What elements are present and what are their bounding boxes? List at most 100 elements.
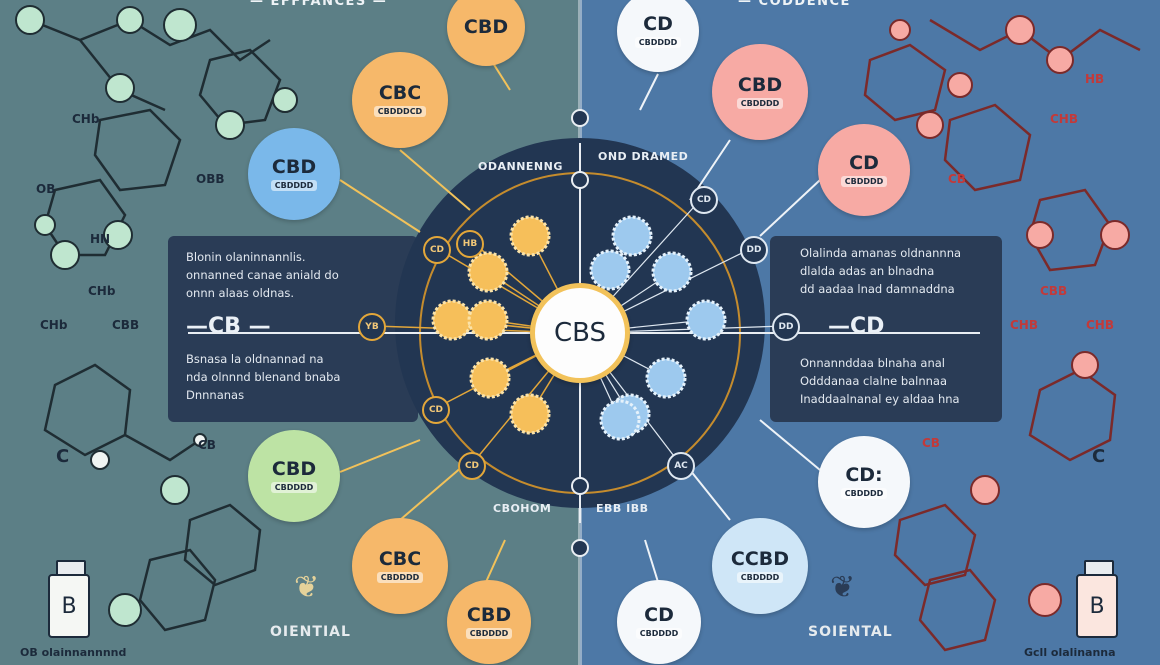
ring-tag: CD xyxy=(422,396,450,424)
node-title: CBD xyxy=(463,15,509,38)
ring-tag: HB xyxy=(456,230,484,258)
left-panel-line: nda olnnnd blenand bnaba xyxy=(186,370,341,384)
node-subtitle: CBDDDD xyxy=(270,179,318,191)
left-node-cbd-green: CBD CBDDDD xyxy=(248,430,340,522)
node-title: CBD xyxy=(466,603,512,626)
gold-connector xyxy=(339,439,421,473)
axis-marker xyxy=(571,171,589,189)
gold-cluster xyxy=(509,215,551,257)
molecule-label: CHB xyxy=(1010,318,1038,332)
ring-letter: C xyxy=(56,446,70,467)
right-panel-line: Onnannddaa blnaha anal xyxy=(800,356,946,370)
molecule-label: OBB xyxy=(196,172,225,186)
right-panel-line: dlalda adas an blnadna xyxy=(800,264,935,278)
right-footer-title: SOIENTAL xyxy=(808,624,893,640)
molecule-label: CHb xyxy=(72,112,100,126)
node-subtitle: CBDDDD xyxy=(376,571,424,583)
left-panel-line: onnn alaas oldnas. xyxy=(186,286,295,300)
node-subtitle: CBDDDD xyxy=(840,175,888,187)
node-title: CD xyxy=(849,151,879,174)
gold-cluster xyxy=(431,299,473,341)
node-subtitle: CBDDDCD xyxy=(373,105,427,117)
hub-center-node: CBS xyxy=(530,283,630,383)
right-leaf-icon: ❦ xyxy=(830,570,856,605)
molecule-label: OB xyxy=(36,182,56,196)
left-footer-title: OIENTIAL xyxy=(270,624,351,640)
ring-tag: DD xyxy=(740,236,768,264)
node-subtitle: CBDDDD xyxy=(736,571,784,583)
right-header: — CODDENCE xyxy=(738,0,851,9)
left-node-cbd-top: CBD xyxy=(447,0,525,66)
blue-cluster xyxy=(651,251,693,293)
white-connector xyxy=(759,419,821,471)
left-panel-line: Dnnnanas xyxy=(186,388,245,402)
blue-cluster xyxy=(599,399,641,441)
white-connector xyxy=(644,539,659,583)
left-node-cbc: CBC CBDDDCD xyxy=(352,52,448,148)
ring-tag: CD xyxy=(458,452,486,480)
hub-center-label: CBS xyxy=(553,318,607,348)
molecule-label: CB xyxy=(922,436,940,450)
node-subtitle: CBDDDD xyxy=(270,481,318,493)
ring-tag: CD xyxy=(690,186,718,214)
right-node-cbd: CBD CBDDDD xyxy=(712,44,808,140)
left-header: — EFFFANCES — xyxy=(250,0,388,9)
molecule-label: CHB xyxy=(1050,112,1078,126)
hub-bottom-left-title: CBOHOM xyxy=(493,502,552,515)
right-panel-line: Inaddaalnanal ey aldaa hna xyxy=(800,392,960,406)
white-connector xyxy=(639,73,659,111)
left-panel-line: Blonin olaninnannlis. xyxy=(186,250,306,264)
ring-tag: DD xyxy=(772,313,800,341)
left-footer-caption: OB olainnannnnd xyxy=(20,646,127,659)
gold-connector xyxy=(399,149,471,211)
node-title: CBC xyxy=(378,81,422,104)
left-panel-line: onnanned canae aniald do xyxy=(186,268,339,282)
right-bottle: B xyxy=(1076,560,1118,638)
blue-cluster xyxy=(685,299,727,341)
right-bottle-label: B xyxy=(1076,574,1118,638)
gold-connector xyxy=(485,539,506,583)
right-panel-line: Olalinda amanas oldnannna xyxy=(800,246,962,260)
node-title: CD xyxy=(644,603,674,626)
right-info-panel: Olalinda amanas oldnannna dlalda adas an… xyxy=(770,236,1002,422)
right-node-cd-bottom: CD CBDDDD xyxy=(617,580,701,664)
gold-connector xyxy=(339,179,421,233)
gold-cluster xyxy=(469,357,511,399)
node-title: CD xyxy=(643,12,673,35)
ring-letter: C xyxy=(1092,446,1106,467)
ring-tag: AC xyxy=(667,452,695,480)
axis-marker xyxy=(571,477,589,495)
right-node-cd-pink: CD CBDDDD xyxy=(818,124,910,216)
hub-top-right-title: OND DRAMED xyxy=(598,150,689,163)
molecule-label: CB xyxy=(198,438,216,452)
molecule-label: CBB xyxy=(112,318,140,332)
axis-marker xyxy=(571,109,589,127)
node-title: CBC xyxy=(378,547,422,570)
node-subtitle: CBDDDD xyxy=(635,627,683,639)
molecule-label: HB xyxy=(1085,72,1105,86)
left-axis-label: —CB — xyxy=(186,314,271,339)
left-bottle-label: B xyxy=(48,574,90,638)
node-title: CBD xyxy=(737,73,783,96)
gold-cluster xyxy=(509,393,551,435)
node-subtitle: CBDDDD xyxy=(736,97,784,109)
node-title: CCBD xyxy=(730,547,790,570)
node-title: CBD xyxy=(271,155,317,178)
axis-marker xyxy=(571,539,589,557)
node-title: CBD xyxy=(271,457,317,480)
node-subtitle: CBDDDD xyxy=(465,627,513,639)
right-axis-label: —CD xyxy=(828,314,885,339)
blue-cluster xyxy=(645,357,687,399)
left-leaf-icon: ❦ xyxy=(294,570,320,605)
right-node-cd-top: CD CBDDDD xyxy=(617,0,699,72)
node-subtitle: CBDDDD xyxy=(840,487,888,499)
molecule-label: CHb xyxy=(40,318,68,332)
ring-tag: YB xyxy=(358,313,386,341)
right-node-ccbd: CCBD CBDDDD xyxy=(712,518,808,614)
left-panel-line: Bsnasa la oldnannad na xyxy=(186,352,324,366)
molecule-label: CB xyxy=(948,172,966,186)
node-subtitle: CBDDDD xyxy=(634,36,682,48)
blue-cluster xyxy=(611,215,653,257)
molecule-label: CHb xyxy=(88,284,116,298)
